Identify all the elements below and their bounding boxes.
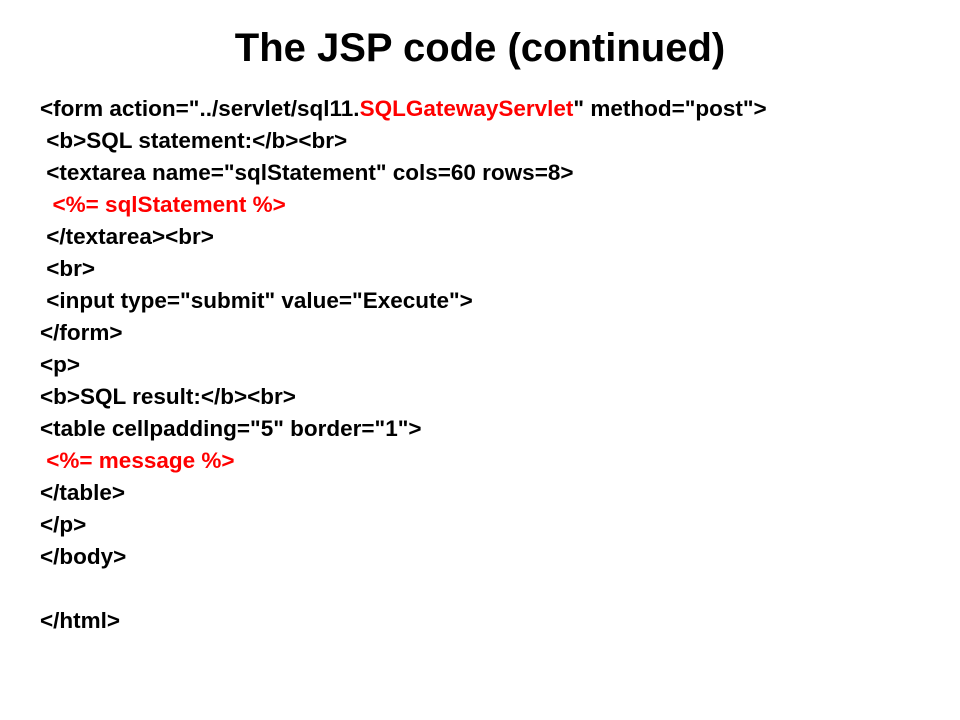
code-line: <b>SQL statement:</b><br> xyxy=(40,125,940,157)
code-line: <%= sqlStatement %> xyxy=(40,189,940,221)
code-text: </textarea><br> xyxy=(40,224,214,249)
code-line: <input type="submit" value="Execute"> xyxy=(40,285,940,317)
code-line: <table cellpadding="5" border="1"> xyxy=(40,413,940,445)
code-text: <textarea name="sqlStatement" cols=60 ro… xyxy=(40,160,574,185)
code-text: </form> xyxy=(40,320,123,345)
highlighted-code: <%= message %> xyxy=(46,448,235,473)
code-text: <form action="../servlet/sql11. xyxy=(40,96,360,121)
code-text: </table> xyxy=(40,480,126,505)
code-text: </body> xyxy=(40,544,127,569)
code-text: <table cellpadding="5" border="1"> xyxy=(40,416,422,441)
code-line: </body> xyxy=(40,541,940,573)
code-line: <b>SQL result:</b><br> xyxy=(40,381,940,413)
code-text: <b>SQL result:</b><br> xyxy=(40,384,296,409)
code-line: <p> xyxy=(40,349,940,381)
code-line: <form action="../servlet/sql11.SQLGatewa… xyxy=(40,93,940,125)
code-text: </p> xyxy=(40,512,87,537)
highlighted-code: <%= sqlStatement %> xyxy=(52,192,286,217)
code-line: </html> xyxy=(40,605,940,637)
code-line: </table> xyxy=(40,477,940,509)
code-text xyxy=(40,192,53,217)
highlighted-code: SQLGatewayServlet xyxy=(359,96,574,121)
code-text: <p> xyxy=(40,352,81,377)
code-listing: <form action="../servlet/sql11.SQLGatewa… xyxy=(40,93,940,637)
code-text: <br> xyxy=(40,256,96,281)
code-line: </p> xyxy=(40,509,940,541)
slide-title: The JSP code (continued) xyxy=(234,26,726,70)
code-line: <br> xyxy=(40,253,940,285)
code-text: </html> xyxy=(40,608,121,633)
code-line: </textarea><br> xyxy=(40,221,940,253)
blank-line xyxy=(40,573,940,605)
code-line: <textarea name="sqlStatement" cols=60 ro… xyxy=(40,157,940,189)
code-line: <%= message %> xyxy=(40,445,940,477)
code-text: " method="post"> xyxy=(573,96,767,121)
code-line: </form> xyxy=(40,317,940,349)
code-text: <b>SQL statement:</b><br> xyxy=(40,128,348,153)
code-text: <input type="submit" value="Execute"> xyxy=(40,288,473,313)
